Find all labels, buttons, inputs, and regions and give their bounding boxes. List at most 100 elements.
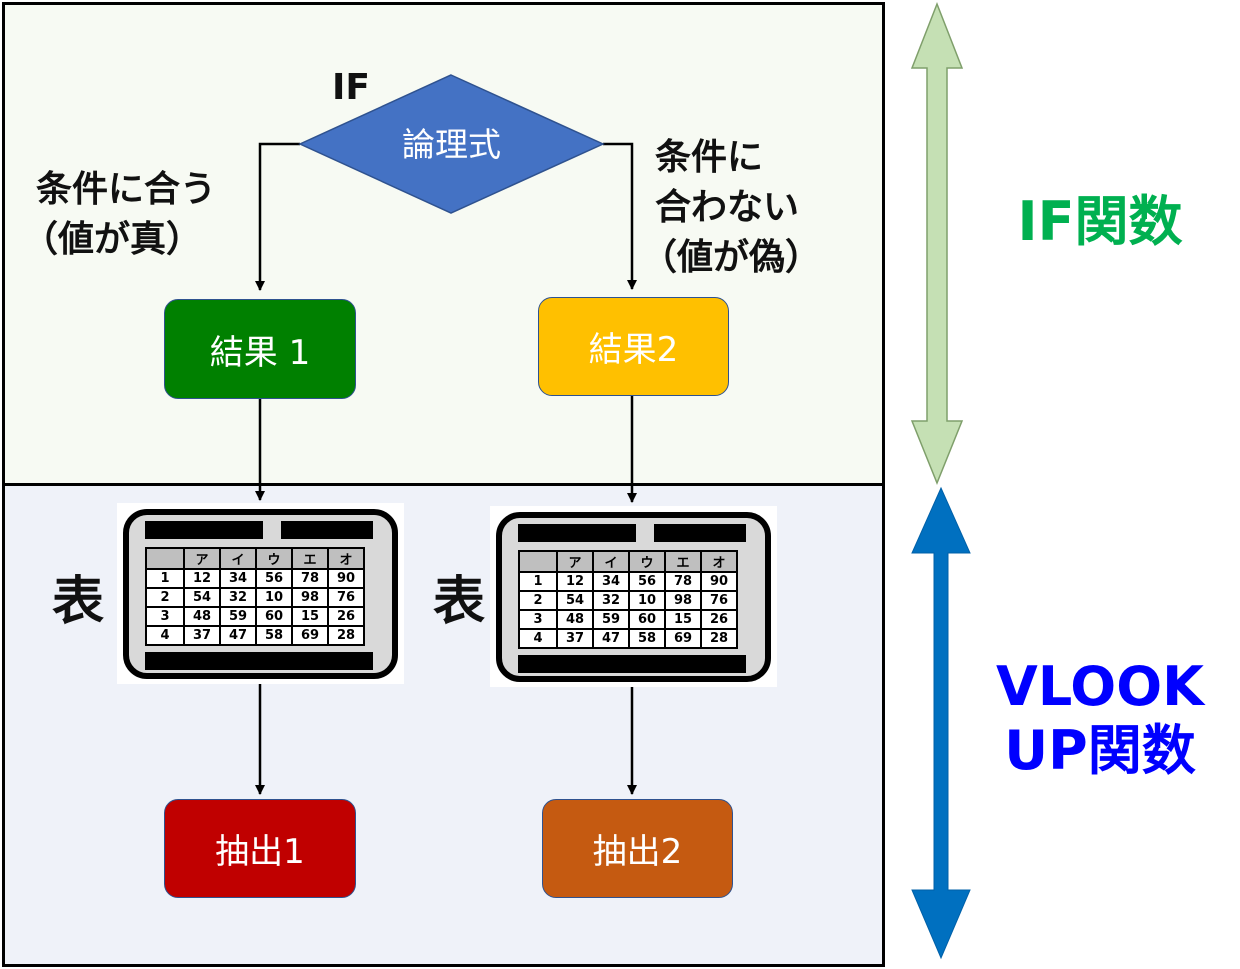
table-cell: 34 [219, 568, 257, 589]
condition-text: 論理式 [402, 125, 501, 164]
table-cell: 26 [700, 609, 738, 630]
title-bar-right [281, 521, 373, 539]
extract2-box: 抽出2 [542, 799, 733, 898]
vlookup-label-line2: UP関数 [1004, 719, 1196, 782]
table-cell: 56 [255, 568, 293, 589]
table-label-2: 表 [433, 572, 486, 632]
table-cell: 26 [327, 606, 365, 627]
if-range-arrow [910, 1, 964, 486]
table-header-cell: ア [556, 550, 594, 573]
false-label-line2: 合わない [655, 187, 800, 228]
table-cell: 2 [518, 590, 558, 611]
table-header-row: アイウエオ [518, 550, 738, 573]
table-cell: 98 [664, 590, 702, 611]
extract1-box: 抽出1 [164, 799, 356, 898]
table-cell: 15 [291, 606, 329, 627]
vlookup-label-line1: VLOOK [996, 655, 1204, 718]
table-header-cell [518, 550, 558, 573]
result1-box: 結果 1 [164, 299, 356, 399]
table-cell: 28 [327, 625, 365, 646]
table-cell: 98 [291, 587, 329, 608]
table-cell: 34 [592, 571, 630, 592]
table-cell: 76 [700, 590, 738, 611]
table-header-cell: イ [592, 550, 630, 573]
table-cell: 12 [183, 568, 221, 589]
vlookup-range-arrow [911, 486, 971, 960]
table-cell: 1 [145, 568, 185, 589]
connector-true [255, 142, 300, 291]
table-cell: 47 [592, 628, 630, 649]
table-cell: 78 [664, 571, 702, 592]
table-cell: 59 [219, 606, 257, 627]
footer-bar [145, 652, 373, 670]
table-cell: 3 [518, 609, 558, 630]
table-cell: 78 [291, 568, 329, 589]
table-header-cell: エ [291, 547, 329, 570]
false-label-line1: 条件に [655, 137, 764, 178]
table-cell: 90 [700, 571, 738, 592]
if-function-label: IF関数 [1017, 190, 1183, 253]
table-cell: 69 [291, 625, 329, 646]
table-header-cell: ウ [255, 547, 293, 570]
table-cell: 48 [556, 609, 594, 630]
table-cell: 60 [628, 609, 666, 630]
table-cell: 48 [183, 606, 221, 627]
result2-box: 結果2 [538, 297, 729, 396]
table-header-cell [145, 547, 185, 570]
table-header-cell: オ [700, 550, 738, 573]
table-cell: 15 [664, 609, 702, 630]
table-cell: 10 [255, 587, 293, 608]
table-cell: 12 [556, 571, 594, 592]
table-cell: 37 [556, 628, 594, 649]
title-bar-left [145, 521, 263, 539]
false-label-line3: （値が偽） [641, 237, 822, 278]
table-cell: 54 [183, 587, 221, 608]
table-cell: 47 [219, 625, 257, 646]
true-label-line2: （値が真） [22, 219, 203, 260]
table-header-cell: ア [183, 547, 221, 570]
table-header-cell: イ [219, 547, 257, 570]
table-cell: 56 [628, 571, 666, 592]
false-label: 条件に 合わない （値が偽） [641, 133, 821, 283]
table-cell: 37 [183, 625, 221, 646]
table-cell: 59 [592, 609, 630, 630]
side-arrows [910, 1, 971, 960]
table-cell: 4 [145, 625, 185, 646]
table-header-cell: オ [327, 547, 365, 570]
title-bar-right [654, 524, 746, 542]
connector-false [603, 142, 637, 290]
condition-diamond [298, 74, 605, 214]
table-cell: 10 [628, 590, 666, 611]
table-cell: 28 [700, 628, 738, 649]
table-cell: 32 [219, 587, 257, 608]
vlookup-function-label: VLOOK UP関数 [985, 655, 1215, 783]
table-cell: 76 [327, 587, 365, 608]
table-cell: 3 [145, 606, 185, 627]
true-label-line1: 条件に合う [36, 169, 217, 210]
table-cell: 58 [255, 625, 293, 646]
table-header-cell: エ [664, 550, 702, 573]
true-label: 条件に合う （値が真） [22, 165, 217, 265]
table-cell: 2 [145, 587, 185, 608]
title-bar-left [518, 524, 636, 542]
table-cell: 4 [518, 628, 558, 649]
table-cell: 58 [628, 628, 666, 649]
table-header-cell: ウ [628, 550, 666, 573]
if-label: IF [332, 67, 370, 108]
table-cell: 54 [556, 590, 594, 611]
table-header-row: アイウエオ [145, 547, 365, 570]
table-cell: 32 [592, 590, 630, 611]
table-cell: 69 [664, 628, 702, 649]
